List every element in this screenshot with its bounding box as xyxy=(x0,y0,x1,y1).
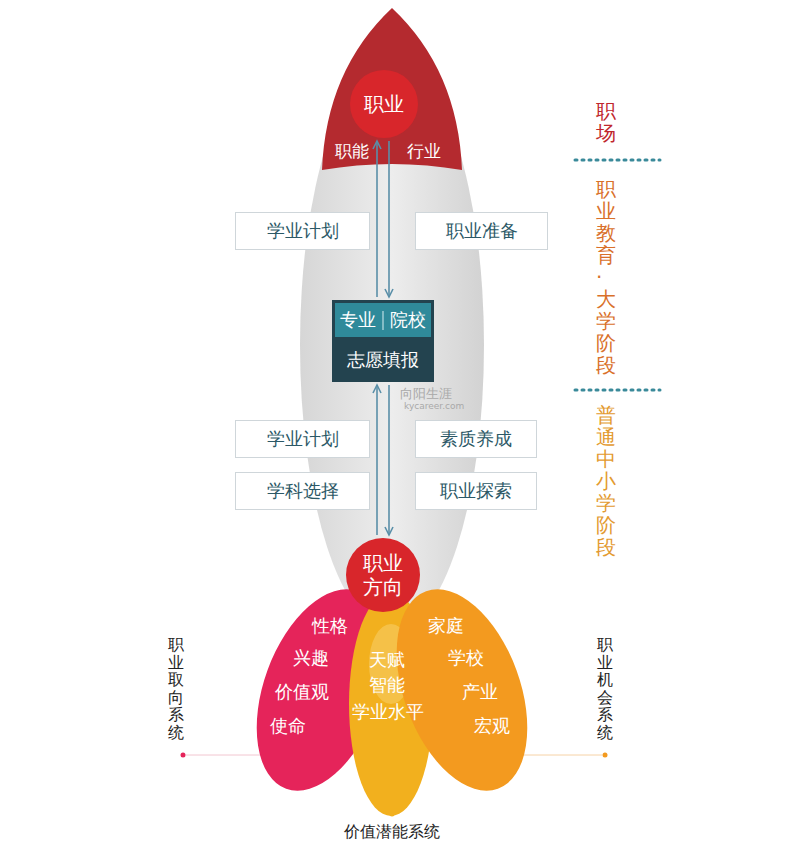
arrow-head xyxy=(385,527,393,535)
node-text: 兴趣 xyxy=(293,646,329,670)
node-text: 宏观 xyxy=(474,714,510,738)
connector-line xyxy=(376,385,378,535)
watermark: 向阳生涯 xyxy=(400,385,452,403)
process-box: 素质养成 xyxy=(415,420,537,458)
dark-box-band xyxy=(335,303,431,337)
node-text: 志愿填报 xyxy=(347,348,419,372)
node-text: 产业 xyxy=(462,680,498,704)
node-text: 行业 xyxy=(407,140,441,163)
node-text: 院校 xyxy=(390,308,426,332)
node-text: 家庭 xyxy=(428,614,464,638)
node-text: 职业探索 xyxy=(440,479,512,503)
circle-fill xyxy=(350,70,418,138)
circle-fill xyxy=(346,538,420,612)
stage-divider xyxy=(575,159,660,162)
system-label: 职业取向系统 xyxy=(168,636,184,742)
leader-line xyxy=(520,755,602,756)
nose-node: 职能 行业职业 xyxy=(322,8,462,170)
node-text: 专业 xyxy=(340,308,376,332)
nose-cone-shape xyxy=(322,8,462,170)
node-text: 学业计划 xyxy=(267,219,339,243)
system-label: 职业机会系统 xyxy=(597,636,613,742)
process-box: 学业计划 xyxy=(235,212,370,250)
band-separator xyxy=(383,311,384,330)
connector-line xyxy=(388,141,390,297)
process-box: 学业计划 xyxy=(235,420,370,458)
connector-line xyxy=(376,141,378,297)
leader-dot xyxy=(181,753,186,758)
stage-label: 普通中小学阶段 xyxy=(596,404,616,558)
petal-node: 家庭学校产业宏观 xyxy=(392,585,552,797)
node-text: 学业水平 xyxy=(352,700,424,724)
node-text: 智能 xyxy=(369,673,405,697)
node-text: 素质养成 xyxy=(440,427,512,451)
circle-node: 职业 xyxy=(350,70,418,138)
arrow-head xyxy=(373,385,381,393)
node-text: 学业计划 xyxy=(267,427,339,451)
node-text: 使命 xyxy=(270,714,306,738)
node-text: 学科选择 xyxy=(267,479,339,503)
process-box: 学科选择 xyxy=(235,472,370,510)
system-label: 价值潜能系统 xyxy=(344,822,440,843)
leader-line xyxy=(186,755,272,756)
dark-node: 专业院校志愿填报 xyxy=(332,300,434,382)
stage-label: 职场 xyxy=(596,100,616,144)
node-text: 职能 xyxy=(335,140,369,163)
node-text: 性格 xyxy=(312,614,348,638)
double-arrow-connector xyxy=(373,141,393,297)
process-box: 职业准备 xyxy=(415,212,548,250)
leader-dot xyxy=(603,753,608,758)
node-text: 职业方向 xyxy=(362,551,404,599)
double-arrow-connector xyxy=(373,385,393,535)
process-box: 职业探索 xyxy=(415,472,537,510)
dark-box-fill xyxy=(332,300,434,382)
petal-fill xyxy=(372,571,553,808)
node-text: 价值观 xyxy=(275,680,329,704)
stage-divider xyxy=(575,389,660,392)
arrow-head xyxy=(385,289,393,297)
node-text: 天赋 xyxy=(369,648,405,672)
stage-label: 职业教育·大学阶段 xyxy=(596,178,616,376)
watermark: kycareer.com xyxy=(404,401,464,411)
circle-node: 职业方向 xyxy=(346,538,420,612)
node-text: 学校 xyxy=(448,646,484,670)
connector-line xyxy=(388,385,390,535)
node-text: 职业 xyxy=(364,91,404,118)
node-text: 职业准备 xyxy=(446,219,518,243)
